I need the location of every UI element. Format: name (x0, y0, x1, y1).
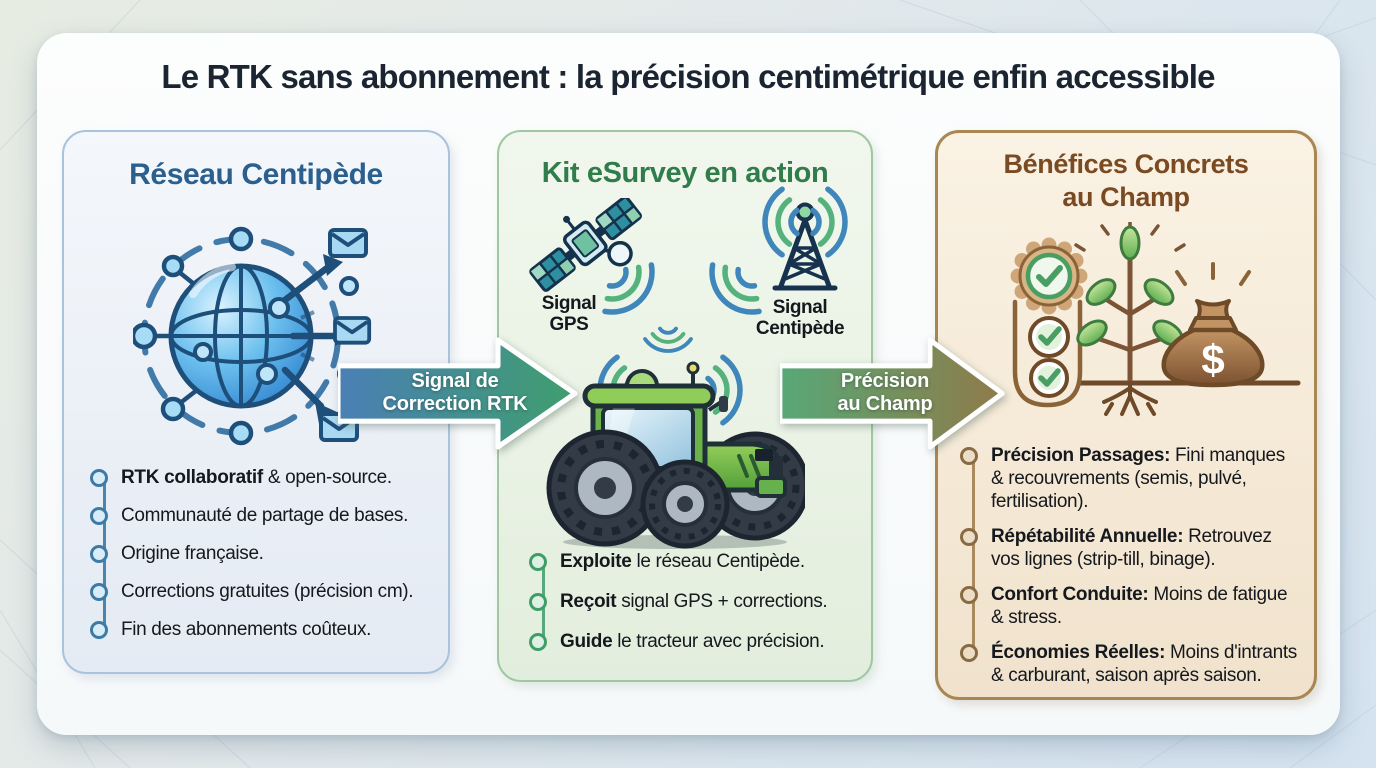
list-item: Guide le tracteur avec précision. (529, 630, 859, 653)
checklist-bracket (1012, 299, 1083, 408)
panel-kit-title: Kit eSurvey en action (541, 157, 829, 189)
network-bullet-list: RTK collaboratif & open-source. Communau… (90, 466, 438, 641)
bullet-dot-icon (960, 586, 978, 604)
bullet-dot-icon (90, 545, 108, 563)
arrow-field-label: Précision au Champ (837, 370, 933, 415)
money-bag-icon: $ (1161, 262, 1265, 388)
item-text: le tracteur avec précision. (612, 631, 825, 652)
item-lead: Guide (560, 631, 613, 652)
arrow-signal-correction-rtk (338, 337, 581, 450)
checkmark-icon (1028, 316, 1070, 358)
bullet-dot-icon (90, 469, 108, 487)
page-title: Le RTK sans abonnement : la précision ce… (161, 58, 1215, 95)
list-item: Précision Passages: Fini manques & recou… (960, 444, 1300, 513)
list-item: Confort Conduite: Moins de fatigue & str… (960, 583, 1300, 629)
item-text: Moins d'intrants & carburant, saison apr… (991, 642, 1297, 686)
bullet-dot-icon (529, 553, 547, 571)
satellite-icon (529, 198, 642, 292)
item-text: Moins de fatigue & stress. (991, 584, 1288, 628)
kit-bullet-list: Exploite le réseau Centipède. Reçoit sig… (529, 550, 859, 653)
item-text: Communauté de partage de bases. (121, 505, 409, 526)
bullet-dot-icon (960, 447, 978, 465)
signal-gps-label: Signal GPS (541, 293, 597, 335)
list-item: Répétabilité Annuelle: Retrouvez vos lig… (960, 525, 1300, 571)
panel-benefits-title: Bénéfices Concrets au Champ (1003, 149, 1249, 212)
list-item: Fin des abonnements coûteux. (90, 618, 438, 641)
tractor-icon (546, 361, 805, 549)
list-item: Communauté de partage de bases. (90, 504, 438, 527)
arrow-rtk-label: Signal de Correction RTK (382, 370, 528, 415)
item-text: signal GPS + corrections. (616, 591, 828, 612)
item-lead: Exploite (560, 551, 632, 572)
bullet-dot-icon (960, 644, 978, 662)
list-item: Reçoit signal GPS + corrections. (529, 590, 859, 613)
list-item: Exploite le réseau Centipède. (529, 550, 859, 573)
item-lead: Répétabilité Annuelle: (991, 526, 1184, 547)
item-lead: Précision Passages: (991, 445, 1171, 466)
bullet-dot-icon (960, 528, 978, 546)
dollar-symbol: $ (1201, 336, 1224, 383)
arrow-precision-au-champ (780, 337, 1008, 450)
tractor-front-wheel (640, 459, 730, 549)
benefits-list-connector (972, 459, 975, 655)
item-text: Fini manques & recouvrements (semis, pul… (991, 445, 1285, 512)
item-text: le réseau Centipède. (631, 551, 805, 572)
checkmark-icon (1029, 358, 1069, 398)
certified-badge-icon (1010, 237, 1088, 315)
benefits-bullet-list: Précision Passages: Fini manques & recou… (960, 444, 1300, 687)
list-item: Corrections gratuites (précision cm). (90, 580, 438, 603)
bullet-dot-icon (90, 583, 108, 601)
wifi-waves-icon (785, 177, 855, 267)
list-item: RTK collaboratif & open-source. (90, 466, 438, 489)
bullet-dot-icon (529, 633, 547, 651)
item-lead: Économies Réelles: (991, 642, 1166, 663)
benefits-icon-cluster: $ (1010, 222, 1301, 416)
list-item: Économies Réelles: Moins d'intrants & ca… (960, 641, 1300, 687)
item-lead: Confort Conduite: (991, 584, 1149, 605)
signal-centipede-label: Signal Centipède (755, 297, 845, 339)
item-text: Origine française. (121, 543, 264, 564)
item-text: Retrouvez vos lignes (strip-till, binage… (991, 526, 1272, 570)
panel-network-title: Réseau Centipède (129, 158, 383, 191)
item-text: Corrections gratuites (précision cm). (121, 581, 414, 602)
bullet-dot-icon (529, 593, 547, 611)
panel-benefices-concrets: Bénéfices Concrets au Champ Précision Pa… (935, 130, 1317, 700)
list-item: Origine française. (90, 542, 438, 565)
globe-network-icon (133, 226, 372, 446)
bullet-dot-icon (90, 621, 108, 639)
item-lead: RTK collaboratif (121, 467, 263, 488)
item-lead: Reçoit (560, 591, 617, 612)
item-text: & open-source. (262, 467, 392, 488)
bullet-dot-icon (90, 507, 108, 525)
item-text: Fin des abonnements coûteux. (121, 619, 372, 640)
radio-tower-icon (772, 202, 838, 291)
envelope-icon (328, 228, 368, 258)
